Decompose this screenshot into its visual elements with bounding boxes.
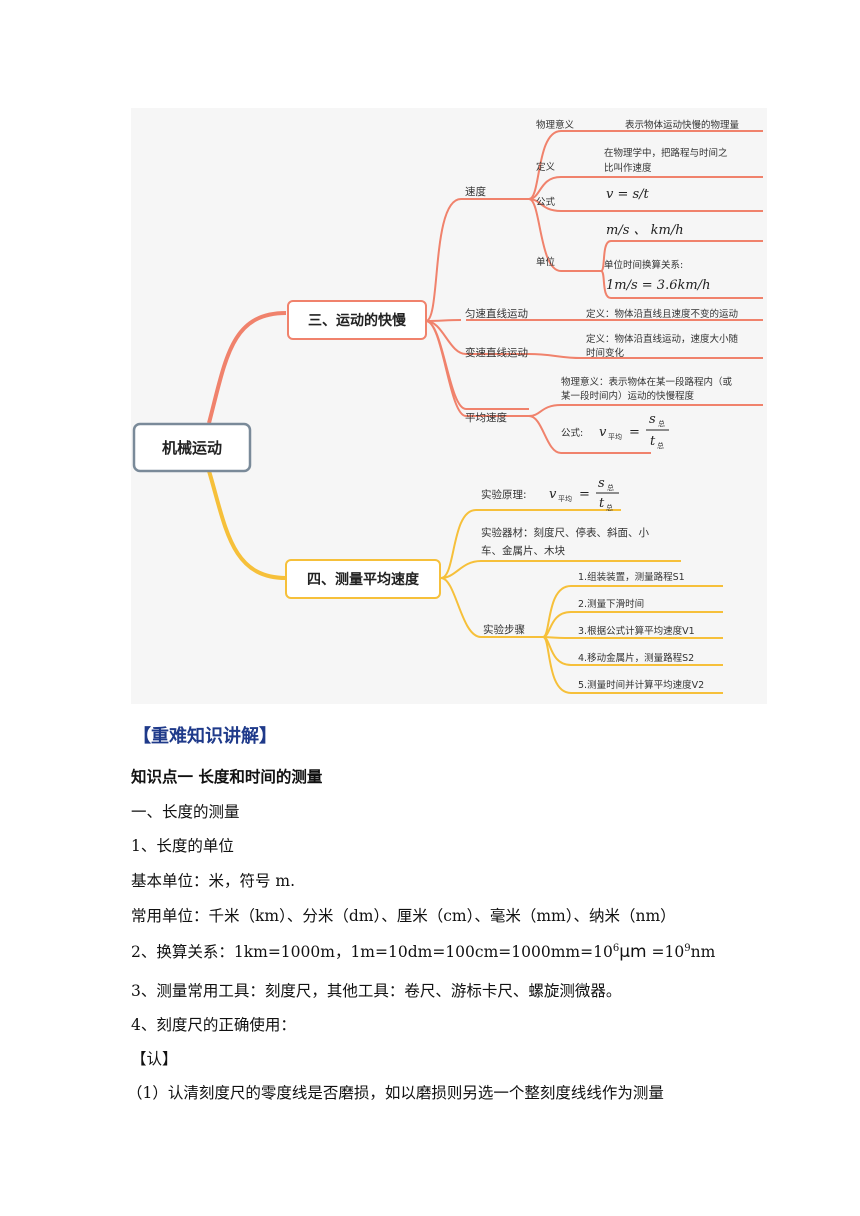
root-node-box [132,422,252,473]
speed-formula: v = s/t [606,187,650,202]
branch3-node-box [287,300,427,340]
average-formula-numerator: s [649,412,656,427]
mind-map-diagram: 机械运动 三、运动的快慢 四、测量平均速度 速度 物理意义 表示物体运动快慢的物… [132,119,763,694]
principle-formula-num-total: 总 [607,483,614,492]
speed-units: m/s 、 km/h [606,223,684,238]
knowledge-point-title: 知识点一 长度和时间的测量 [131,767,323,786]
principle-formula-numerator: s [598,476,605,491]
conversion-mid: =10 [646,943,685,961]
variable-motion-label: 变速直线运动 [465,346,528,359]
base-unit-text: 基本单位：米，符号 m. [131,872,296,890]
conversion-text: 2、换算关系：1km=1000m，1m=10dm=100cm=1000mm=10… [131,940,715,962]
speed-definition-line2: 比叫作速度 [604,162,652,174]
average-formula: v 平均 = s 总 t 总 [599,412,669,450]
ruler-usage-text: 4、刻度尺的正确使用： [131,1016,296,1034]
common-units-text: 常用单位：千米（km）、分米（dm）、厘米（cm）、毫米（mm）、纳米（nm） [131,907,676,925]
equipment-line2: 车、金属片、木块 [481,544,565,557]
speed-unit-label: 单位 [536,256,556,268]
variable-motion-definition-line1: 定义：物体沿直线运动，速度大小随 [586,333,739,345]
average-formula-subscript: 平均 [608,432,622,441]
step-2: 2.测量下滑时间 [578,598,644,610]
conversion-suffix: nm [690,943,716,961]
average-meaning-line1: 物理意义：表示物体在某一段路程内（或 [561,376,733,388]
speed-conversion: 1m/s = 3.6km/h [606,278,710,293]
uniform-motion-label: 匀速直线运动 [465,307,528,320]
step-4: 4.移动金属片，测量路程S2 [578,652,694,664]
principle-formula-lhs: v [549,487,557,502]
average-formula-label: 公式: [561,427,583,439]
mind-map: 机械运动 三、运动的快慢 四、测量平均速度 速度 物理意义 表示物体运动快慢的物… [131,108,767,704]
step-3: 3.根据公式计算平均速度V1 [578,625,695,637]
speed-physics-meaning-label: 物理意义 [536,119,575,131]
principle-formula-equals: = [579,487,590,502]
principle-formula-denominator: t [599,496,605,511]
uniform-motion-definition: 定义：物体沿直线且速度不变的运动 [586,308,738,320]
section-heading: 【重难知识讲解】 [133,726,277,747]
conversion-prefix: 2、换算关系：1km=1000m，1m=10dm=100cm=1000mm=10 [131,943,613,961]
average-formula-den-total: 总 [657,441,664,450]
point-1-text: （1）认清刻度尺的零度线是否磨损，如以磨损则另选一个整刻度线线作为测量 [127,1084,664,1102]
branch4-label: 四、测量平均速度 [307,571,420,588]
item-length-unit: 1、长度的单位 [131,837,234,855]
average-meaning-line2: 某一段时间内）运动的快慢程度 [561,390,695,402]
branch3-connectors [425,130,763,454]
branch3-label: 三、运动的快慢 [308,312,407,329]
conversion-micrometer: μm [619,942,647,962]
root-node-label: 机械运动 [162,439,222,457]
speed-physics-meaning-value: 表示物体运动快慢的物理量 [625,119,740,131]
steps-label: 实验步骤 [483,623,525,636]
equipment-line1: 实验器材：刻度尺、停表、斜面、小 [481,526,649,539]
speed-formula-label: 公式 [536,196,556,208]
average-formula-denominator: t [650,434,656,449]
principle-label: 实验原理: [481,488,527,501]
conversion-exponent-6: 6 [612,942,620,954]
average-speed-label: 平均速度 [465,411,507,424]
principle-formula-subscript: 平均 [558,494,572,503]
root-branch4-connector [207,470,287,580]
average-formula-lhs: v [599,425,607,440]
recognize-label: 【认】 [131,1050,178,1068]
principle-formula-den-total: 总 [606,503,613,512]
subheading-length-measurement: 一、长度的测量 [131,803,240,821]
variable-motion-definition-line2: 时间变化 [586,347,625,359]
principle-formula: v 平均 = s 总 t 总 [549,476,619,512]
step-5: 5.测量时间并计算平均速度V2 [578,679,704,691]
branch4-connectors [440,509,723,694]
speed-label: 速度 [465,185,486,198]
root-branch3-connector [207,311,287,424]
speed-conversion-title: 单位时间换算关系: [604,259,683,271]
average-formula-equals: = [629,425,640,440]
speed-definition-label: 定义 [536,161,556,173]
conversion-exponent-9: 9 [684,942,691,954]
step-1: 1.组装装置，测量路程S1 [578,571,685,583]
speed-definition-line1: 在物理学中，把路程与时间之 [604,147,728,159]
branch4-node-box [285,559,441,599]
average-formula-num-total: 总 [658,419,665,428]
measurement-tools-text: 3、测量常用工具：刻度尺，其他工具：卷尺、游标卡尺、螺旋测微器。 [131,982,622,1000]
